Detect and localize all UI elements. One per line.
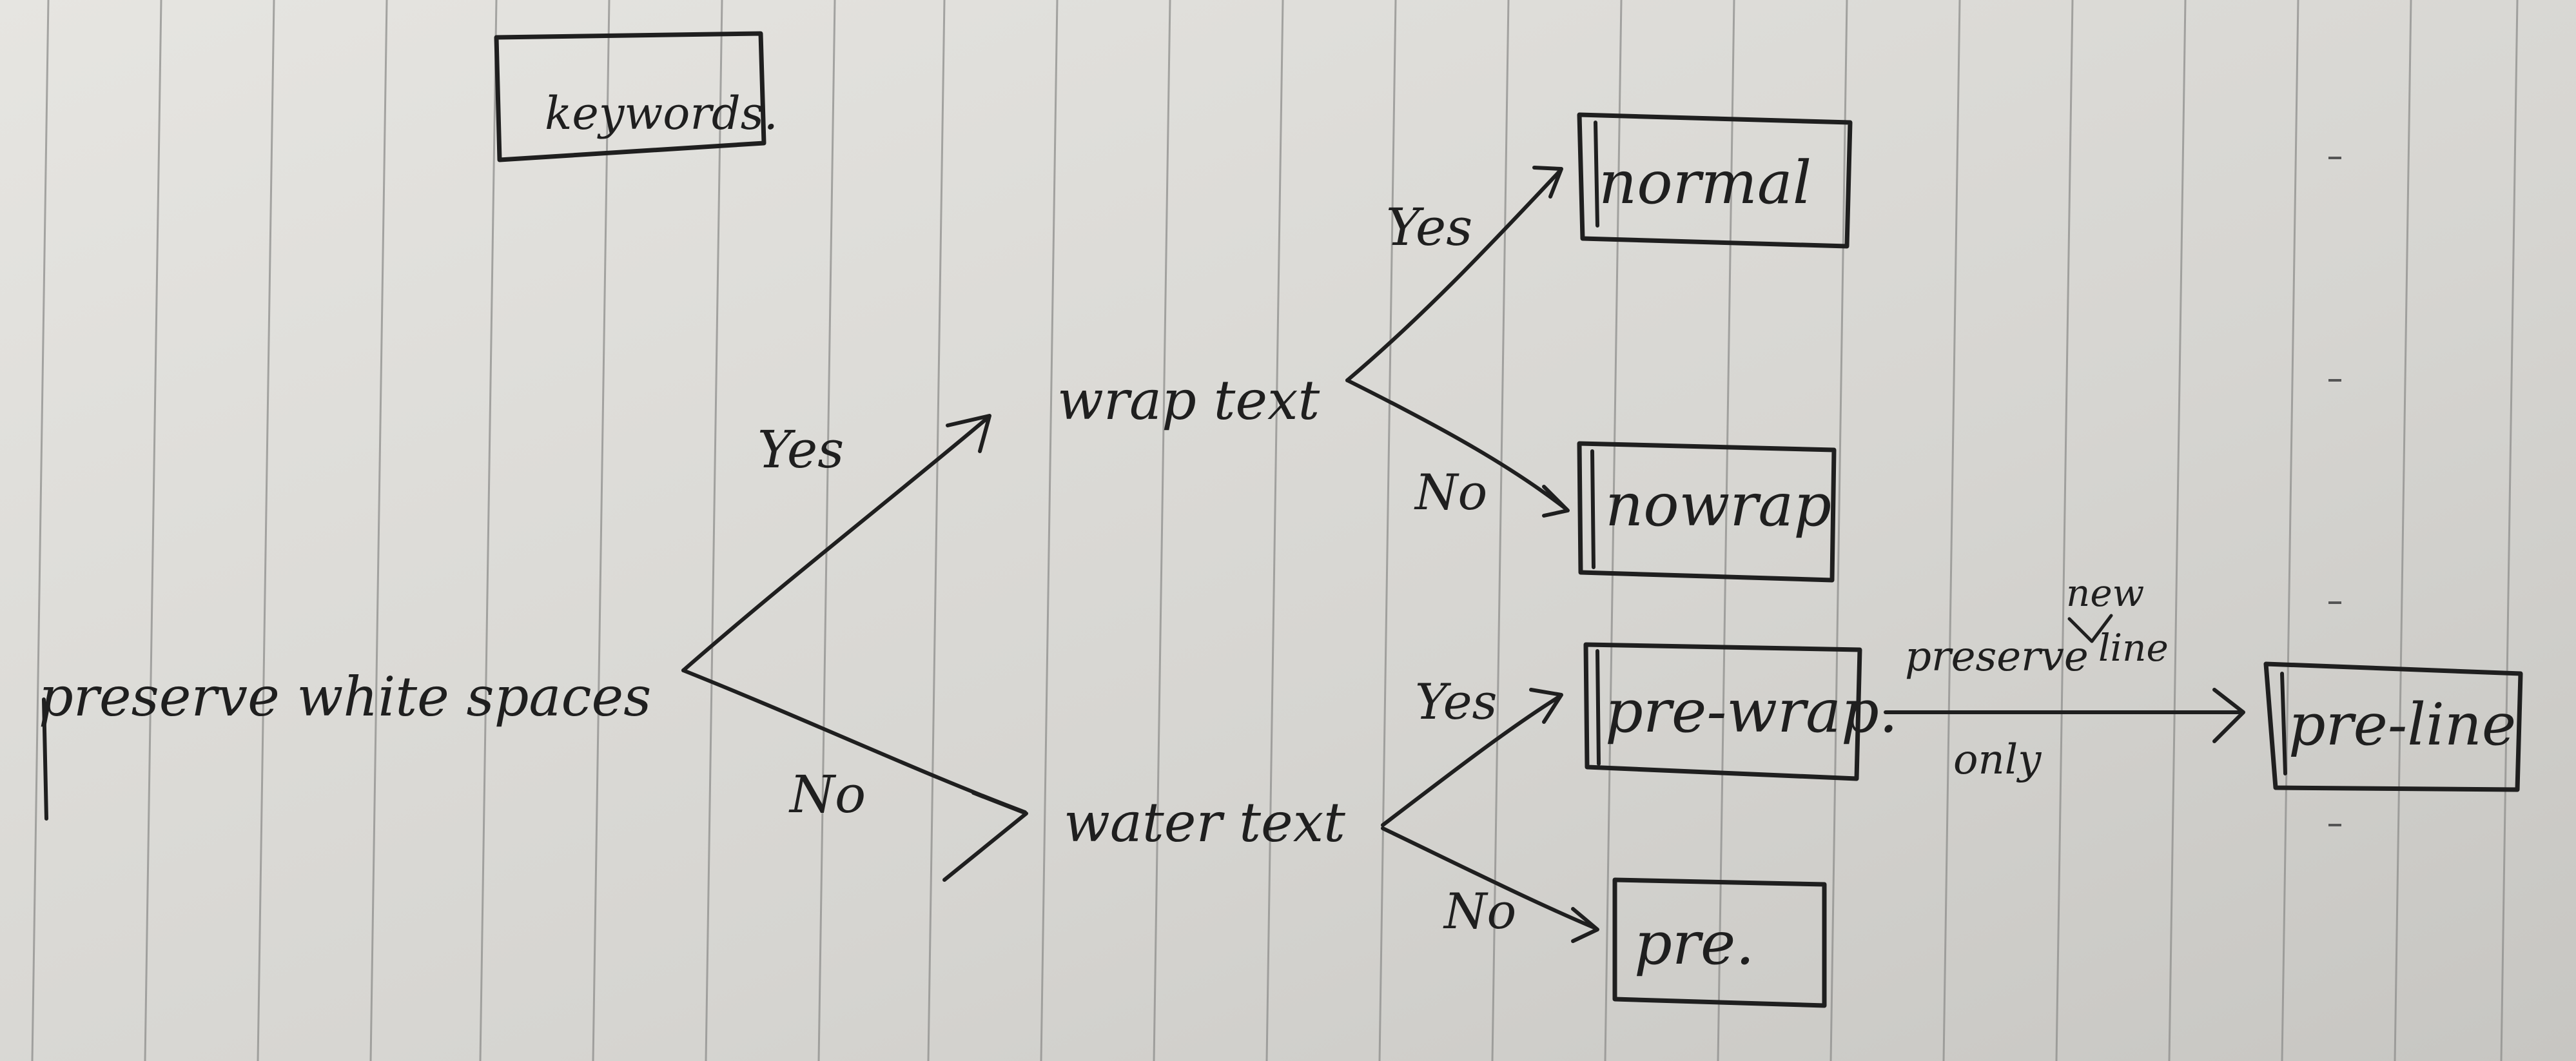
edge-water-yes: Yes (1381, 673, 1563, 827)
arrow-wrap-to-nowrap (1345, 378, 1568, 511)
arrowhead-water-to-prewrap (1529, 688, 1563, 724)
margin-ticks (2328, 157, 2341, 826)
arrowhead-wrap-to-nowrap (1542, 485, 1570, 518)
edge-label-root-yes: Yes (757, 420, 844, 480)
insertion-caret (2067, 614, 2113, 643)
arrow-label-preserve: preserve (1905, 633, 2089, 681)
keyword-prewrap: pre-wrap. (1583, 642, 1898, 781)
normal-box (1577, 112, 1853, 249)
water-text-node-label: water text (1064, 791, 1345, 854)
prewrap-box-inner-stroke (1595, 649, 1601, 766)
arrowhead-water-to-pre (1571, 907, 1599, 943)
arrow-label-line: line (2098, 626, 2169, 670)
arrowhead-wrap-to-normal (1532, 166, 1563, 199)
arrow-root-to-wrap (681, 417, 988, 672)
preline-box (2263, 661, 2523, 792)
nowrap-box (1577, 441, 1837, 583)
pre-label: pre. (1634, 909, 1755, 978)
edge-label-water-no: No (1443, 882, 1516, 940)
arrowhead-root-to-water (942, 791, 1028, 882)
edge-water-no: No (1381, 826, 1599, 943)
arrowhead-root-to-wrap (946, 414, 991, 453)
edge-root-yes: Yes (681, 414, 991, 672)
arrow-water-to-pre (1381, 826, 1597, 930)
edge-wrap-no: No (1345, 378, 1570, 521)
root-node-label: preserve white spaces (39, 665, 651, 728)
edge-prewrap-to-preline: preserve new line only (1884, 571, 2245, 784)
prewrap-box (1583, 642, 1862, 781)
arrow-wrap-to-normal (1345, 169, 1562, 382)
keyword-nowrap: nowrap (1577, 441, 1837, 583)
pre-box (1612, 877, 1827, 1008)
edge-wrap-yes: Yes (1345, 166, 1563, 382)
wrap-text-node-label: wrap text (1057, 369, 1320, 432)
root-descender (42, 697, 48, 821)
arrow-label-only: only (1953, 736, 2042, 784)
edge-root-no: No (681, 668, 1028, 882)
edge-label-wrap-yes: Yes (1386, 197, 1472, 257)
keyword-normal: normal (1577, 112, 1853, 249)
keywords-legend: keywords. (494, 31, 778, 162)
keywords-label: keywords. (545, 87, 778, 140)
arrow-water-to-prewrap (1381, 694, 1562, 827)
normal-label: normal (1599, 148, 1811, 217)
nowrap-box-inner-stroke (1590, 449, 1595, 569)
keywords-box (494, 31, 766, 162)
edge-label-root-no: No (788, 764, 866, 824)
arrow-label-new: new (2066, 571, 2144, 615)
preline-box-inner-stroke (2280, 672, 2287, 775)
keyword-preline: pre-line (2263, 661, 2523, 792)
edge-label-water-yes: Yes (1415, 673, 1498, 730)
keyword-pre: pre. (1612, 877, 1827, 1008)
nowrap-label: nowrap (1605, 471, 1831, 540)
normal-box-inner-stroke (1594, 121, 1599, 228)
arrowhead-prewrap-to-preline (2212, 688, 2245, 743)
edge-label-wrap-no: No (1414, 463, 1487, 521)
prewrap-label: pre-wrap. (1605, 677, 1898, 746)
preline-label: pre-line (2288, 691, 2516, 759)
